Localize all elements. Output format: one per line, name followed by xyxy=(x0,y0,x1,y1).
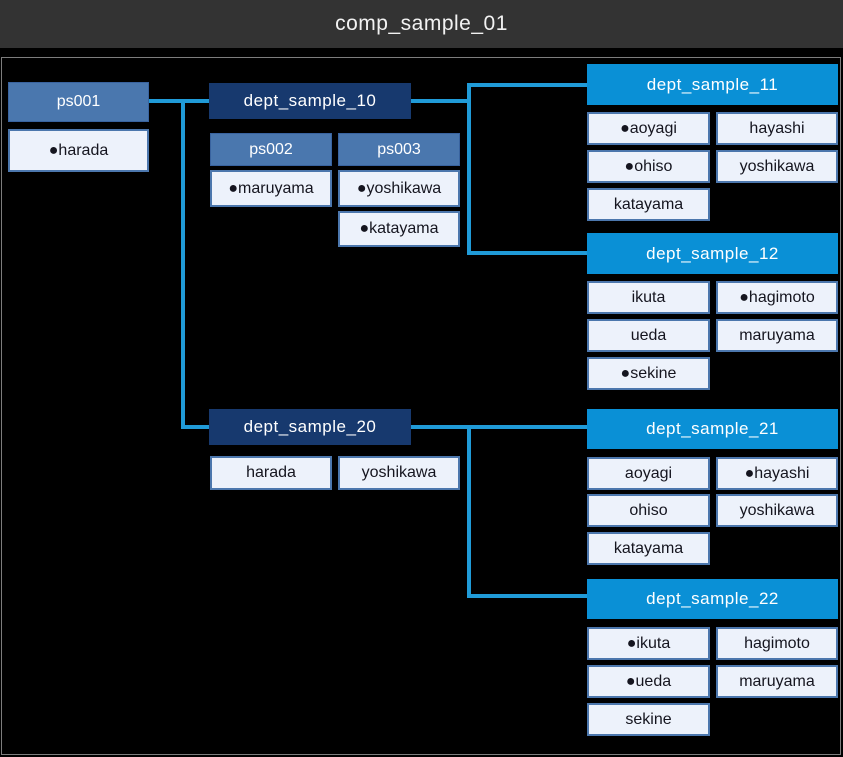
member-ueda-d22[interactable]: ●ueda xyxy=(587,665,710,698)
member-hayashi-d11[interactable]: hayashi xyxy=(716,112,838,145)
connector-trunk-dept10 xyxy=(467,83,471,255)
member-ohiso-d21[interactable]: ohiso xyxy=(587,494,710,527)
member-hayashi-d21[interactable]: ●hayashi xyxy=(716,457,838,490)
connector-ps001-dept10 xyxy=(148,99,211,103)
connector-to-dept12 xyxy=(467,251,587,255)
member-katayama-ps003[interactable]: ●katayama xyxy=(338,211,460,247)
member-ikuta-d22[interactable]: ●ikuta xyxy=(587,627,710,660)
node-dept-sample-21-header[interactable]: dept_sample_21 xyxy=(587,409,838,449)
member-hagimoto-d22[interactable]: hagimoto xyxy=(716,627,838,660)
title-bar: comp_sample_01 xyxy=(0,0,843,48)
connector-dept10-out xyxy=(411,99,470,103)
member-yoshikawa-ps003[interactable]: ●yoshikawa xyxy=(338,170,460,207)
member-maruyama-d12[interactable]: maruyama xyxy=(716,319,838,352)
chart-frame xyxy=(1,57,841,755)
member-harada-ps001[interactable]: ●harada xyxy=(8,129,149,172)
connector-to-dept20 xyxy=(181,425,211,429)
node-ps002-header[interactable]: ps002 xyxy=(210,133,332,166)
member-maruyama-ps002[interactable]: ●maruyama xyxy=(210,170,332,207)
member-sekine-d12[interactable]: ●sekine xyxy=(587,357,710,390)
member-katayama-d11[interactable]: katayama xyxy=(587,188,710,221)
member-ikuta-d12[interactable]: ikuta xyxy=(587,281,710,314)
connector-to-dept11 xyxy=(467,83,587,87)
connector-to-dept22 xyxy=(467,594,587,598)
node-ps001-header[interactable]: ps001 xyxy=(8,82,149,122)
connector-trunk-ps001 xyxy=(181,99,185,429)
node-dept-sample-10-header[interactable]: dept_sample_10 xyxy=(209,83,411,119)
member-yoshikawa-d11[interactable]: yoshikawa xyxy=(716,150,838,183)
node-ps003-header[interactable]: ps003 xyxy=(338,133,460,166)
member-aoyagi-d11[interactable]: ●aoyagi xyxy=(587,112,710,145)
member-harada-d20[interactable]: harada xyxy=(210,456,332,490)
member-maruyama-d22[interactable]: maruyama xyxy=(716,665,838,698)
connector-trunk-dept20 xyxy=(467,425,471,598)
connector-dept20-dept21 xyxy=(411,425,587,429)
member-yoshikawa-d20[interactable]: yoshikawa xyxy=(338,456,460,490)
node-dept-sample-11-header[interactable]: dept_sample_11 xyxy=(587,64,838,105)
member-aoyagi-d21[interactable]: aoyagi xyxy=(587,457,710,490)
member-ohiso-d11[interactable]: ●ohiso xyxy=(587,150,710,183)
node-dept-sample-20-header[interactable]: dept_sample_20 xyxy=(209,409,411,445)
member-ueda-d12[interactable]: ueda xyxy=(587,319,710,352)
member-hagimoto-d12[interactable]: ●hagimoto xyxy=(716,281,838,314)
member-sekine-d22[interactable]: sekine xyxy=(587,703,710,736)
member-yoshikawa-d21[interactable]: yoshikawa xyxy=(716,494,838,527)
window-title: comp_sample_01 xyxy=(335,12,508,35)
node-dept-sample-22-header[interactable]: dept_sample_22 xyxy=(587,579,838,619)
member-katayama-d21[interactable]: katayama xyxy=(587,532,710,565)
node-dept-sample-12-header[interactable]: dept_sample_12 xyxy=(587,233,838,274)
